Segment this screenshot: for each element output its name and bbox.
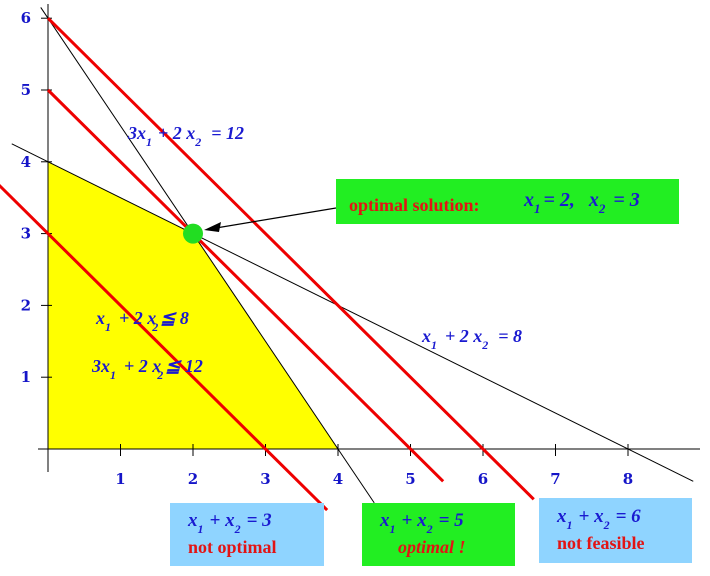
constraint-line	[11, 143, 694, 482]
objective-box-3-status: not optimal	[188, 537, 277, 557]
objective-box-3	[170, 503, 324, 566]
inequality-label-1: x1+ 2 x2≦ 8	[95, 308, 189, 334]
objective-box-3-equation: x1+ x2= 3	[187, 510, 272, 536]
constraint-lines	[11, 7, 694, 504]
objective-box-6	[539, 498, 692, 563]
optimal-solution-label: optimal solution:	[349, 195, 480, 215]
optimal-point-marker	[183, 223, 203, 244]
y-tick-label: 1	[21, 368, 31, 386]
callout-arrow	[215, 207, 337, 229]
constraint-line	[40, 7, 375, 504]
y-tick-label: 6	[21, 9, 31, 27]
constraint-label-x1-2x2-8: x1+ 2 x2= 8	[421, 326, 522, 352]
y-tick-label: 4	[21, 153, 31, 171]
objective-line	[46, 88, 445, 483]
x-tick-label: 2	[188, 470, 198, 488]
x-axis-ticks: 1 2 3 4 5 6 7 8	[115, 444, 633, 488]
y-tick-label: 2	[21, 296, 31, 314]
x-tick-label: 8	[623, 470, 633, 488]
y-tick-label: 3	[21, 225, 31, 243]
x-tick-label: 5	[405, 470, 415, 488]
objective-lines	[0, 17, 535, 512]
objective-box-5-equation: x1+ x2= 5	[379, 510, 464, 536]
x-tick-label: 4	[333, 470, 343, 488]
y-axis-ticks: 1 2 3 4 5 6	[21, 9, 52, 386]
objective-box-6-equation: x1+ x2= 6	[556, 506, 641, 532]
inequality-label-2: 3x1+ 2 x2≦ 12	[91, 356, 203, 382]
x-tick-label: 7	[550, 470, 560, 488]
constraint-label-3x1-2x2-12: 3x1+ 2 x2= 12	[127, 123, 244, 149]
objective-box-5-status: optimal !	[398, 537, 466, 557]
arrow-head-icon	[204, 222, 221, 232]
x-tick-label: 1	[115, 470, 125, 488]
objective-line	[0, 183, 329, 512]
optimal-solution-callout	[336, 179, 679, 224]
y-tick-label: 5	[21, 81, 31, 99]
feasible-region	[48, 161, 338, 450]
x-tick-label: 3	[260, 470, 270, 488]
x-tick-label: 6	[478, 470, 488, 488]
objective-line	[46, 17, 535, 501]
objective-box-5	[362, 503, 515, 566]
objective-box-6-status: not feasible	[557, 533, 645, 553]
optimal-solution-values: x1= 2,x2= 3	[523, 189, 640, 216]
